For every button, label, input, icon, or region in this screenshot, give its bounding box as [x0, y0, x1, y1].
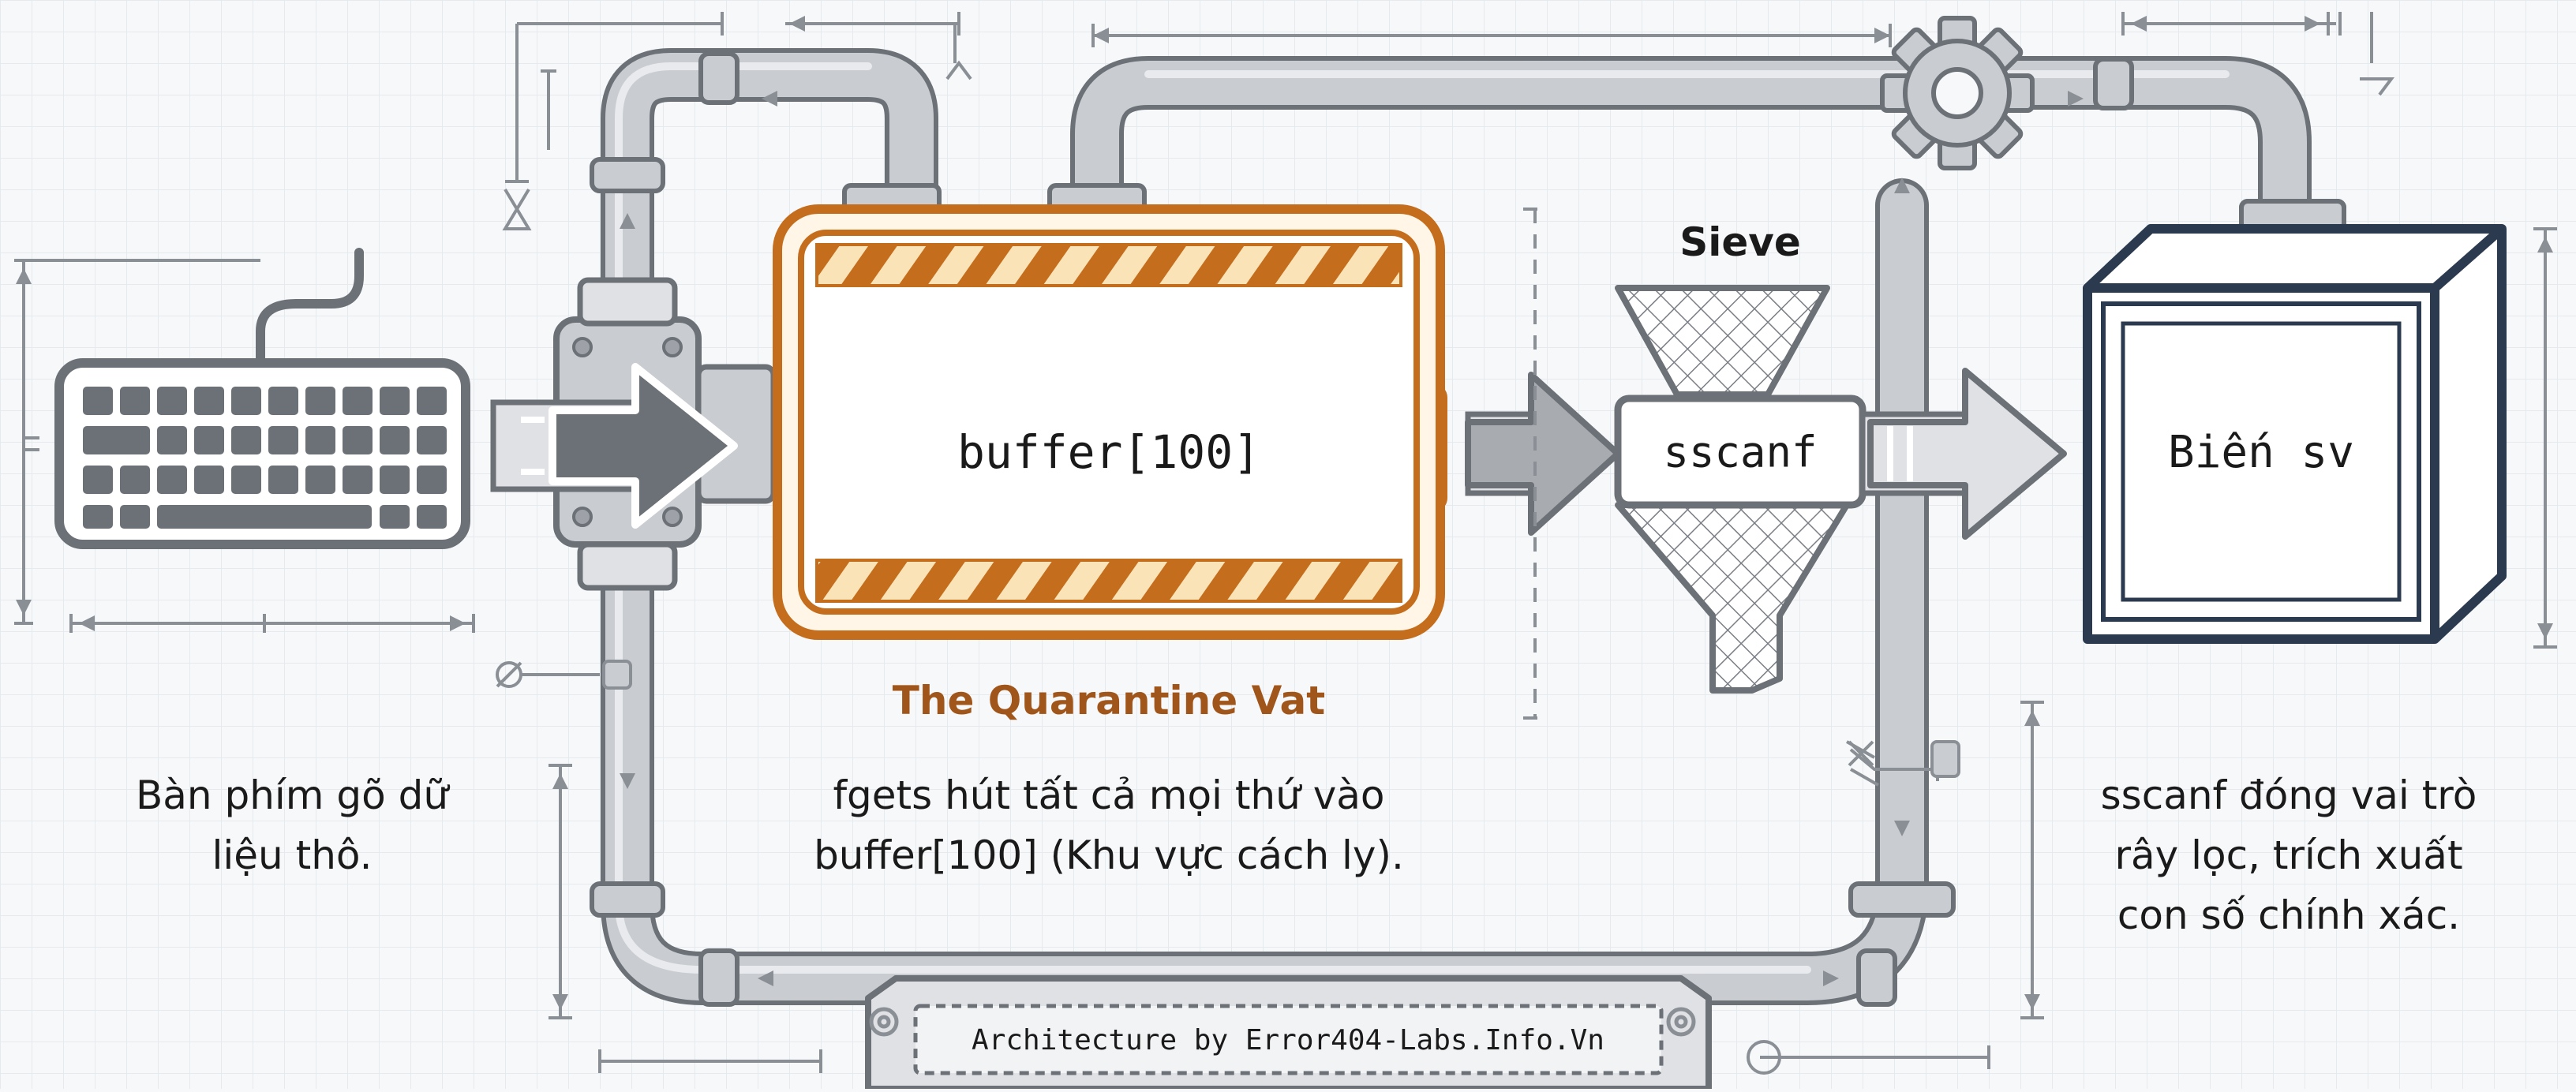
- vat-caption: fgets hút tất cả mọi thứ vào buffer[100]…: [814, 772, 1404, 878]
- keyboard-key: [305, 466, 335, 494]
- footer-credit: Architecture by Error404-Labs.Info.Vn: [972, 1024, 1604, 1056]
- keyboard-key: [380, 466, 410, 494]
- variable-caption: sscanf đóng vai trò rây lọc, trích xuất …: [2100, 772, 2477, 938]
- keyboard-key: [305, 387, 335, 415]
- keyboard-key: [417, 426, 447, 454]
- hazard-stripe-top: [815, 243, 1402, 287]
- keyboard-key: [380, 426, 410, 454]
- keyboard-key: [120, 505, 150, 529]
- variable-label: Biến sv: [2168, 427, 2354, 478]
- close-icon: [1848, 740, 1874, 767]
- gear-icon: [1880, 16, 2035, 170]
- keyboard-key: [83, 426, 130, 454]
- keyboard-key: [231, 387, 261, 415]
- sieve-title: Sieve: [1679, 219, 1801, 265]
- keyboard-key: [268, 387, 298, 415]
- keyboard-key: [157, 387, 187, 415]
- variable-cabinet: [2083, 199, 2507, 644]
- keyboard-key: [157, 466, 187, 494]
- keyboard-key: [83, 505, 113, 529]
- keyboard-key: [343, 387, 373, 415]
- keyboard-key: [194, 387, 224, 415]
- pipe-network: [601, 48, 2312, 1005]
- keyboard-key: [417, 466, 447, 494]
- quarantine-vat: [773, 204, 1447, 640]
- keyboard-key: [380, 387, 410, 415]
- keyboard-key: [343, 466, 373, 494]
- keyboard-key: [83, 387, 113, 415]
- keyboard-key: [120, 426, 150, 454]
- keyboard-key: [231, 426, 261, 454]
- gear-icon: [869, 1007, 1696, 1037]
- blueprint-dimension-lines: [14, 12, 2557, 1075]
- keyboard-key: [305, 426, 335, 454]
- hazard-stripe-bottom: [815, 559, 1402, 603]
- keyboard-key: [268, 466, 298, 494]
- keyboard-caption: Bàn phím gõ dữ liệu thô.: [135, 772, 449, 878]
- keyboard-key: [268, 426, 298, 454]
- keyboard-key: [120, 387, 150, 415]
- keyboard-spacebar: [157, 505, 372, 529]
- keyboard-key: [120, 466, 150, 494]
- sieve-funnel: [1614, 285, 1866, 694]
- flow-arrow-keyboard-to-vat: [490, 363, 738, 529]
- keyboard-key: [194, 426, 224, 454]
- keyboard-key: [343, 426, 373, 454]
- keyboard-icon: [54, 248, 470, 549]
- sieve-function-label: sscanf: [1663, 428, 1817, 477]
- keyboard-key: [194, 466, 224, 494]
- keyboard-key: [380, 505, 410, 529]
- vat-title: The Quarantine Vat: [893, 678, 1325, 724]
- footer-plaque: [865, 975, 1712, 1092]
- keyboard-key: [417, 505, 447, 529]
- keyboard-key: [83, 466, 113, 494]
- keyboard-key: [157, 426, 187, 454]
- keyboard-key: [417, 387, 447, 415]
- flow-arrow-vat-to-sieve: [1465, 372, 1621, 536]
- vat-content-label: buffer[100]: [957, 425, 1260, 479]
- keyboard-key: [231, 466, 261, 494]
- flow-arrow-sieve-to-variable: [1859, 368, 2067, 540]
